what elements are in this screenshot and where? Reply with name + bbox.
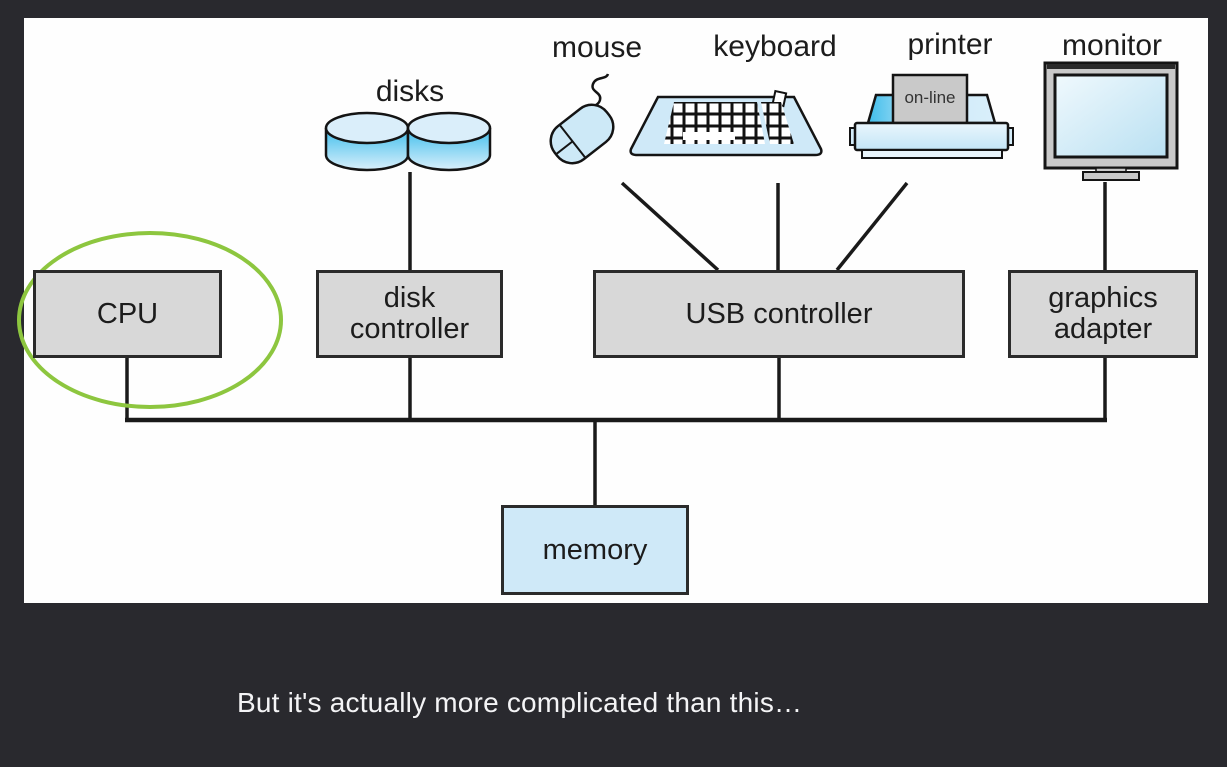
label-printer: printer — [907, 28, 993, 61]
disks-icon — [324, 111, 492, 172]
disk-controller-label: disk controller — [349, 282, 470, 345]
usb-controller-label: USB controller — [685, 297, 873, 330]
graphics-adapter-label: graphics adapter — [1048, 282, 1158, 345]
label-disks: disks — [375, 75, 445, 108]
cpu-box: CPU — [33, 270, 222, 358]
memory-label: memory — [542, 533, 648, 566]
cpu-highlight-ellipse — [17, 231, 283, 409]
monitor-icon — [1043, 61, 1179, 181]
label-monitor: monitor — [1062, 29, 1163, 62]
printer-icon — [849, 73, 1014, 159]
usb-controller-box: USB controller — [593, 270, 965, 358]
label-keyboard: keyboard — [713, 30, 837, 63]
diagram-panel: disks mouse keyboard printer monitor on-… — [17, 18, 1208, 603]
mouse-icon — [549, 73, 615, 165]
line-printer-to-usb-controller — [835, 181, 909, 272]
memory-box: memory — [501, 505, 689, 595]
graphics-adapter-box: graphics adapter — [1008, 270, 1198, 358]
connector-lines — [125, 172, 1107, 505]
printer-online-badge: on-line — [904, 88, 956, 107]
system-diagram-art — [17, 61, 1179, 505]
line-mouse-to-usb-controller — [620, 181, 720, 272]
cpu-box-label: CPU — [96, 297, 159, 330]
caption: But it's actually more complicated than … — [237, 687, 803, 718]
label-mouse: mouse — [551, 31, 643, 64]
keyboard-icon — [629, 89, 823, 157]
disk-controller-box: disk controller — [316, 270, 503, 358]
